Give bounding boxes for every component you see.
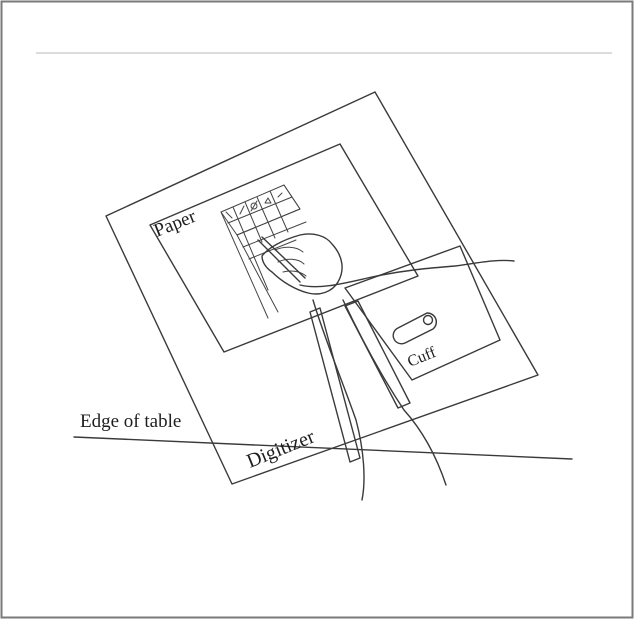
paper-grid <box>220 184 307 319</box>
forearm-strip-right <box>344 300 411 409</box>
hand <box>261 233 343 295</box>
arm-outline-2 <box>342 299 447 486</box>
table-edge-line <box>73 436 573 460</box>
stylus-cord <box>299 259 515 288</box>
paper-sheet <box>149 143 419 353</box>
digitizer-tablet <box>105 91 539 485</box>
label-edge-of-table: Edge of table <box>80 411 181 432</box>
hand-fingers <box>274 246 307 277</box>
forearm-strip-left <box>309 307 361 463</box>
cuff-slot <box>392 312 437 345</box>
cuff-pivot <box>422 314 434 326</box>
cuff-plate <box>344 245 501 381</box>
arm-outline <box>312 299 365 501</box>
stylus <box>257 236 306 283</box>
